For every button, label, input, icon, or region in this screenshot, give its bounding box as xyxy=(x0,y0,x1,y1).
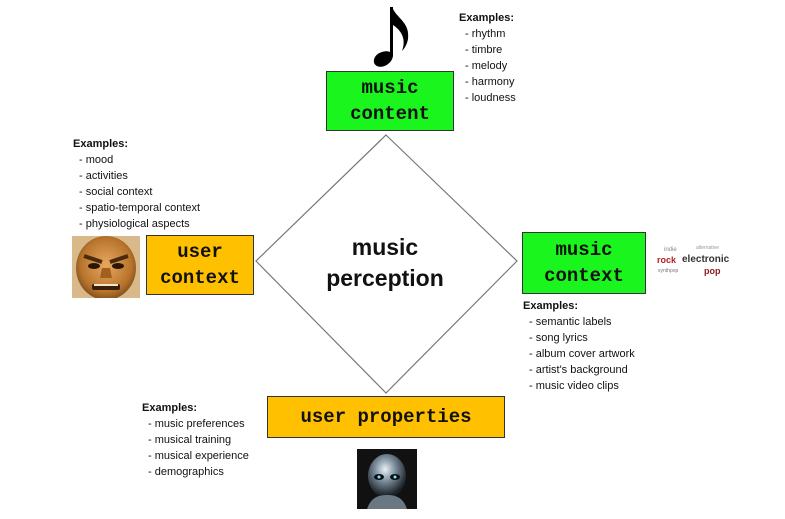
eighth-note-icon xyxy=(373,7,409,67)
list-item: loudness xyxy=(465,90,516,106)
user-context-line-1: user xyxy=(177,241,223,263)
perception-diamond xyxy=(255,134,518,394)
tag-rock: rock xyxy=(657,255,677,265)
list-item: song lyrics xyxy=(529,330,635,346)
tag-cloud-image: indie alternative rock electronic synthp… xyxy=(654,243,738,283)
music-context-examples: Examples: semantic labels song lyrics al… xyxy=(523,298,635,394)
user-context-line-2: context xyxy=(160,267,240,289)
music-context-line-2: context xyxy=(544,265,624,287)
music-content-line-2: content xyxy=(350,103,430,125)
tag-electronic: electronic xyxy=(682,254,730,265)
user-properties-label: user properties xyxy=(300,406,472,428)
angry-face-image xyxy=(72,236,140,298)
list-item: physiological aspects xyxy=(79,216,200,232)
list-item: activities xyxy=(79,168,200,184)
list-item: music video clips xyxy=(529,378,635,394)
list-item: rhythm xyxy=(465,26,516,42)
list-item: demographics xyxy=(148,464,249,480)
music-content-line-1: music xyxy=(361,77,419,99)
list-item: spatio-temporal context xyxy=(79,200,200,216)
list-item: artist's background xyxy=(529,362,635,378)
list-item: mood xyxy=(79,152,200,168)
tag-synthpop: synthpop xyxy=(658,268,679,274)
list-item: melody xyxy=(465,58,516,74)
user-context-examples: Examples: mood activities social context… xyxy=(73,136,200,232)
center-line-2: perception xyxy=(326,265,444,291)
user-properties-box: user properties xyxy=(267,396,505,438)
list-item: album cover artwork xyxy=(529,346,635,362)
user-context-box: user context xyxy=(146,235,254,295)
list-item: timbre xyxy=(465,42,516,58)
music-perception-label: music perception xyxy=(300,232,470,294)
list-item: social context xyxy=(79,184,200,200)
music-content-box: music content xyxy=(326,71,454,131)
list-item: semantic labels xyxy=(529,314,635,330)
chrome-head-image xyxy=(357,449,417,509)
center-line-1: music xyxy=(351,234,419,260)
list-item: harmony xyxy=(465,74,516,90)
list-item: musical training xyxy=(148,432,249,448)
tag-alternative: alternative xyxy=(696,245,720,251)
examples-heading: Examples: xyxy=(523,300,579,312)
examples-heading: Examples: xyxy=(459,12,515,24)
music-content-examples: Examples: rhythm timbre melody harmony l… xyxy=(459,10,516,106)
tag-pop: pop xyxy=(704,266,721,276)
examples-heading: Examples: xyxy=(142,402,198,414)
list-item: music preferences xyxy=(148,416,249,432)
user-properties-examples: Examples: music preferences musical trai… xyxy=(142,400,249,480)
list-item: musical experience xyxy=(148,448,249,464)
tag-indie: indie xyxy=(664,247,677,253)
music-context-line-1: music xyxy=(555,239,613,261)
examples-heading: Examples: xyxy=(73,138,129,150)
music-context-box: music context xyxy=(522,232,646,294)
